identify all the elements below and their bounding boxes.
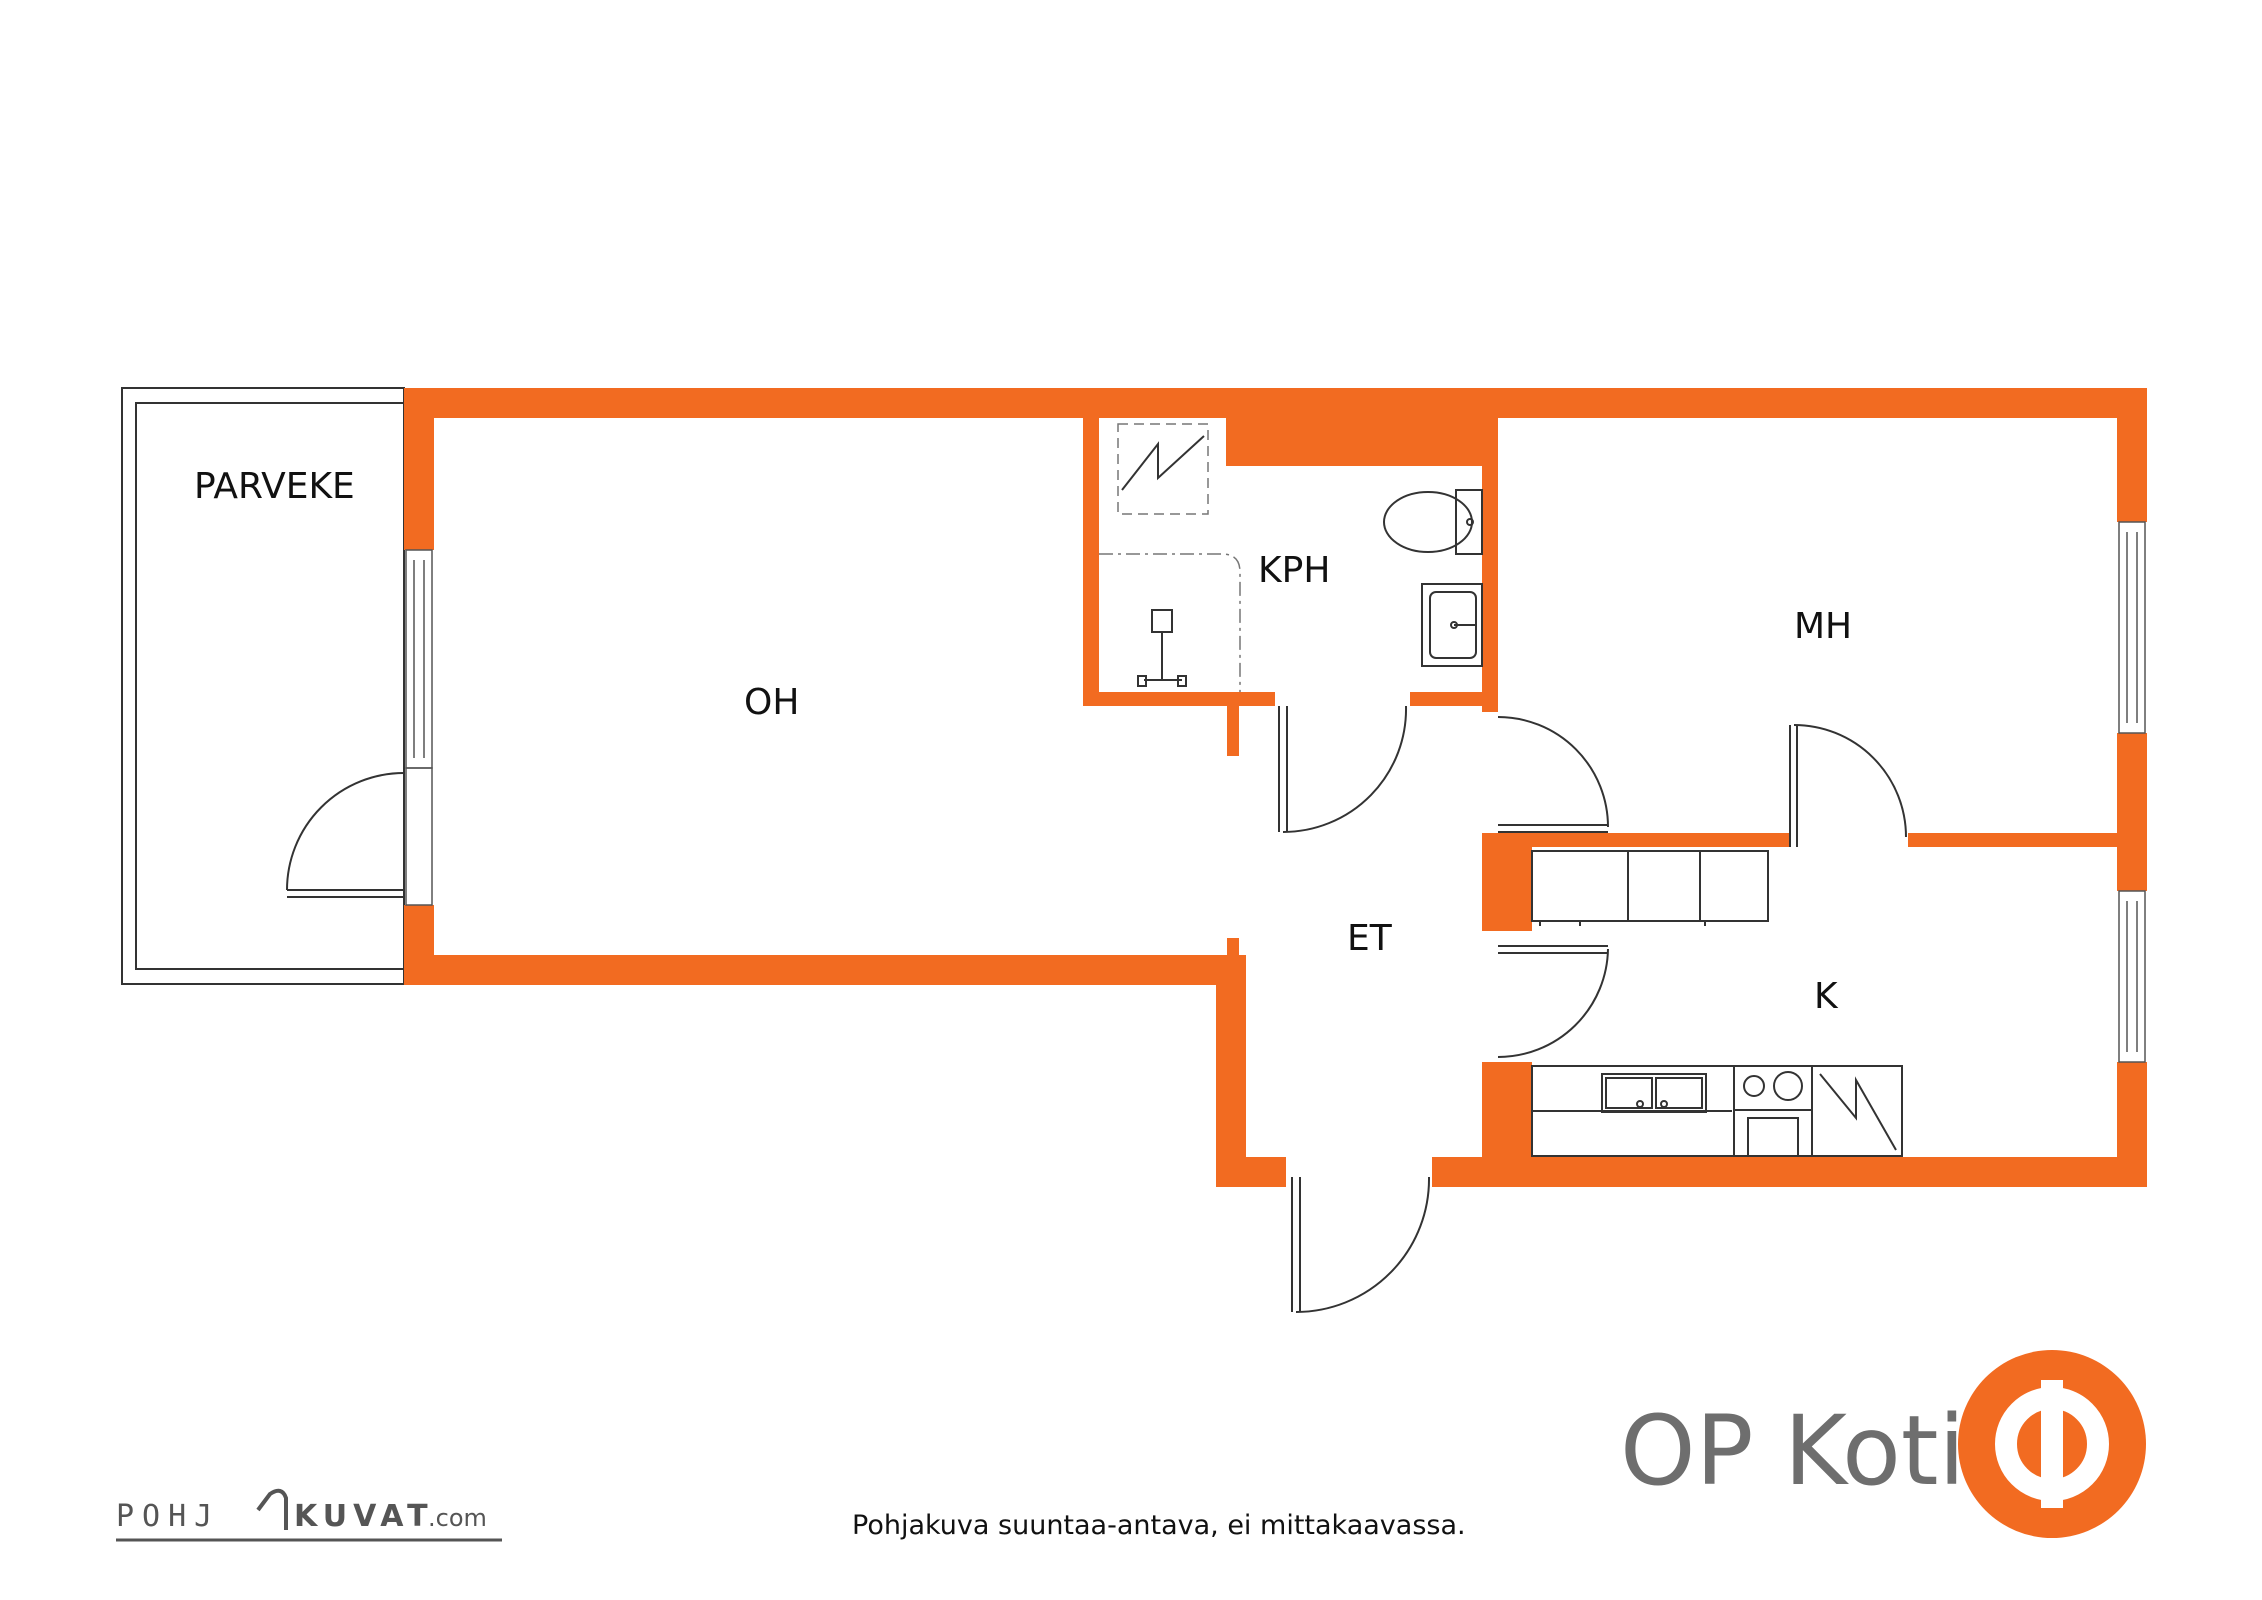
balcony-outline bbox=[121, 387, 405, 985]
kitchen-fixtures bbox=[1531, 850, 1903, 1157]
room-label-parveke: PARVEKE bbox=[194, 466, 355, 507]
bathroom-fixtures bbox=[1099, 423, 1483, 692]
watermark-left: POHJ bbox=[116, 1499, 220, 1534]
room-label-mh: MH bbox=[1794, 606, 1852, 647]
op-logo-icon bbox=[1958, 1350, 2146, 1538]
walls bbox=[404, 388, 2147, 1187]
room-label-et: ET bbox=[1347, 918, 1393, 959]
windows bbox=[405, 521, 2146, 1063]
watermark-suffix: .com bbox=[428, 1504, 487, 1532]
room-label-kph: KPH bbox=[1258, 550, 1330, 591]
brand-name: OP Koti bbox=[1620, 1395, 1965, 1507]
pohjakuvat-watermark: POHJ KUVAT .com bbox=[116, 1488, 502, 1542]
room-labels: PARVEKE OH KPH MH ET K bbox=[194, 466, 1852, 1017]
room-label-k: K bbox=[1814, 976, 1839, 1017]
room-label-oh: OH bbox=[744, 682, 799, 723]
watermark-mark-icon bbox=[256, 1488, 288, 1530]
disclaimer-text: Pohjakuva suuntaa-antava, ei mittakaavas… bbox=[852, 1510, 1466, 1541]
doors bbox=[286, 705, 1907, 1313]
watermark-right: KUVAT bbox=[294, 1499, 434, 1534]
